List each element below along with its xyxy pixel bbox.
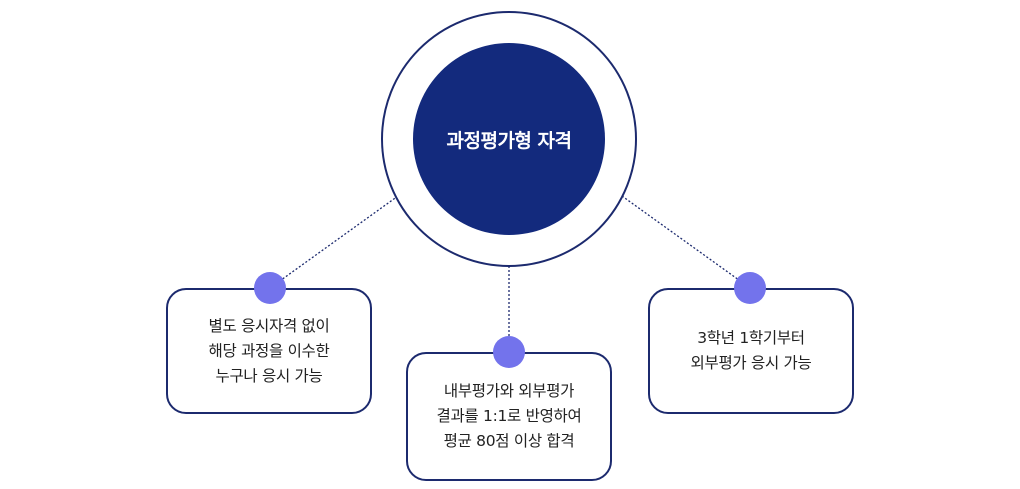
- connector-right: [621, 195, 751, 289]
- node-box-evaluation: 내부평가와 외부평가 결과를 1:1로 반영하여 평균 80점 이상 합격: [406, 352, 612, 481]
- node-text-line: 평균 80점 이상 합격: [443, 432, 575, 450]
- center-circle: 과정평가형 자격: [413, 43, 605, 235]
- connector-left: [269, 195, 399, 289]
- node-text-line: 별도 응시자격 없이: [208, 316, 330, 335]
- node-box-eligibility: 별도 응시자격 없이 해당 과정을 이수한 누구나 응시 가능: [166, 288, 372, 414]
- node-box-timing: 3학년 1학기부터 외부평가 응시 가능: [648, 288, 854, 414]
- node-text-line: 내부평가와 외부평가: [443, 382, 575, 400]
- node-text-line: 3학년 1학기부터: [697, 329, 805, 347]
- node-text-line: 외부평가 응시 가능: [690, 354, 812, 372]
- node-text-line: 누구나 응시 가능: [215, 366, 323, 385]
- node-text-line: 결과를 1:1로 반영하여: [436, 407, 582, 425]
- center-title: 과정평가형 자격: [446, 129, 572, 152]
- node-dot-right: [734, 272, 766, 304]
- node-text-line: 해당 과정을 이수한: [208, 341, 330, 360]
- node-dot-left: [254, 272, 286, 304]
- node-dot-middle: [493, 336, 525, 368]
